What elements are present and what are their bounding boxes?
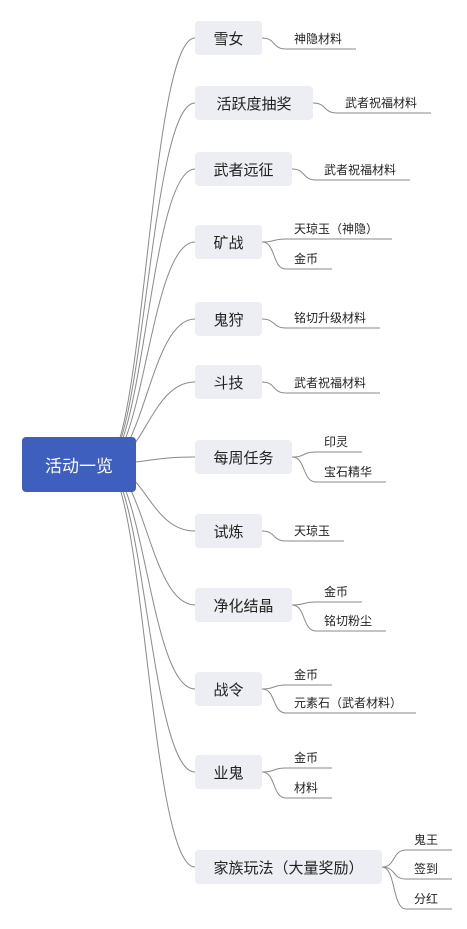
branch-label: 战令 <box>213 680 244 699</box>
leaf-connector <box>261 238 393 243</box>
leaf-connector <box>381 849 453 868</box>
leaf-item[interactable]: 金币 <box>294 751 319 765</box>
branch-node[interactable]: 矿战 <box>195 225 262 259</box>
leaf-connector <box>261 37 357 50</box>
branch-label: 矿战 <box>213 233 244 252</box>
root-node[interactable]: 活动一览 <box>22 437 136 492</box>
leaf-item[interactable]: 武者祝福材料 <box>345 96 418 110</box>
leaf-item[interactable]: 金币 <box>294 668 319 682</box>
leaf-item[interactable]: 元素石（武者材料） <box>294 696 403 710</box>
leaf-connector <box>381 866 453 910</box>
leaf-connector <box>261 530 345 542</box>
leaf-connector <box>291 451 363 458</box>
branch-node[interactable]: 试炼 <box>195 514 262 548</box>
branch-label: 雪女 <box>213 29 244 48</box>
leaf-item[interactable]: 金币 <box>324 585 349 599</box>
root-connector <box>103 463 196 868</box>
branch-node[interactable]: 鬼狩 <box>195 302 262 336</box>
leaf-connector <box>291 601 363 606</box>
leaf-connector <box>261 318 381 329</box>
leaf-connector <box>261 688 417 714</box>
branch-label: 鬼狩 <box>213 310 244 329</box>
branch-label: 每周任务 <box>213 448 274 467</box>
leaf-connector <box>291 168 411 181</box>
leaf-connector <box>291 456 387 483</box>
leaf-item[interactable]: 材料 <box>294 781 319 795</box>
branch-label: 武者远征 <box>213 160 274 179</box>
branch-node[interactable]: 斗技 <box>195 365 262 399</box>
branch-node[interactable]: 战令 <box>195 672 262 706</box>
leaf-connector <box>261 767 333 773</box>
leaf-item[interactable]: 金币 <box>294 252 319 266</box>
branch-node[interactable]: 业鬼 <box>195 755 262 789</box>
leaf-item[interactable]: 铭切粉尘 <box>324 614 373 628</box>
branch-node[interactable]: 家族玩法（大量奖励） <box>195 850 382 884</box>
root-connector <box>103 37 196 465</box>
root-connector <box>103 463 196 690</box>
branch-node[interactable]: 活跃度抽奖 <box>195 86 313 120</box>
leaf-connector <box>261 684 333 690</box>
leaf-connector <box>261 241 333 270</box>
branch-label: 斗技 <box>213 373 244 392</box>
leaf-item[interactable]: 武者祝福材料 <box>294 376 367 390</box>
leaf-item[interactable]: 印灵 <box>324 435 349 449</box>
leaf-item[interactable]: 签到 <box>414 862 439 876</box>
leaf-connector <box>312 102 432 114</box>
leaf-item[interactable]: 武者祝福材料 <box>324 163 397 177</box>
branch-node[interactable]: 雪女 <box>195 21 262 55</box>
leaf-item[interactable]: 天琼玉 <box>294 524 331 538</box>
branch-label: 净化结晶 <box>213 596 274 615</box>
branch-node[interactable]: 每周任务 <box>195 440 292 474</box>
branch-node[interactable]: 净化结晶 <box>195 588 292 622</box>
root-connector <box>103 241 196 465</box>
branch-label: 活跃度抽奖 <box>216 94 292 113</box>
leaf-connector <box>261 381 381 394</box>
leaf-item[interactable]: 神隐材料 <box>294 32 343 46</box>
leaf-item[interactable]: 鬼王 <box>414 833 439 847</box>
branch-node[interactable]: 武者远征 <box>195 152 292 186</box>
leaf-item[interactable]: 宝石精华 <box>324 465 373 479</box>
leaf-connector <box>261 771 333 799</box>
leaf-connector <box>291 604 387 632</box>
branch-label: 业鬼 <box>213 763 244 782</box>
branch-label: 试炼 <box>213 522 244 541</box>
root-label: 活动一览 <box>45 457 113 477</box>
leaf-item[interactable]: 分红 <box>414 892 439 906</box>
root-connector <box>103 463 196 773</box>
leaf-item[interactable]: 铭切升级材料 <box>294 311 367 325</box>
leaf-connector <box>381 866 453 880</box>
leaf-item[interactable]: 天琼玉（神隐） <box>294 222 379 236</box>
branch-label: 家族玩法（大量奖励） <box>213 858 364 877</box>
root-connector <box>103 102 196 465</box>
